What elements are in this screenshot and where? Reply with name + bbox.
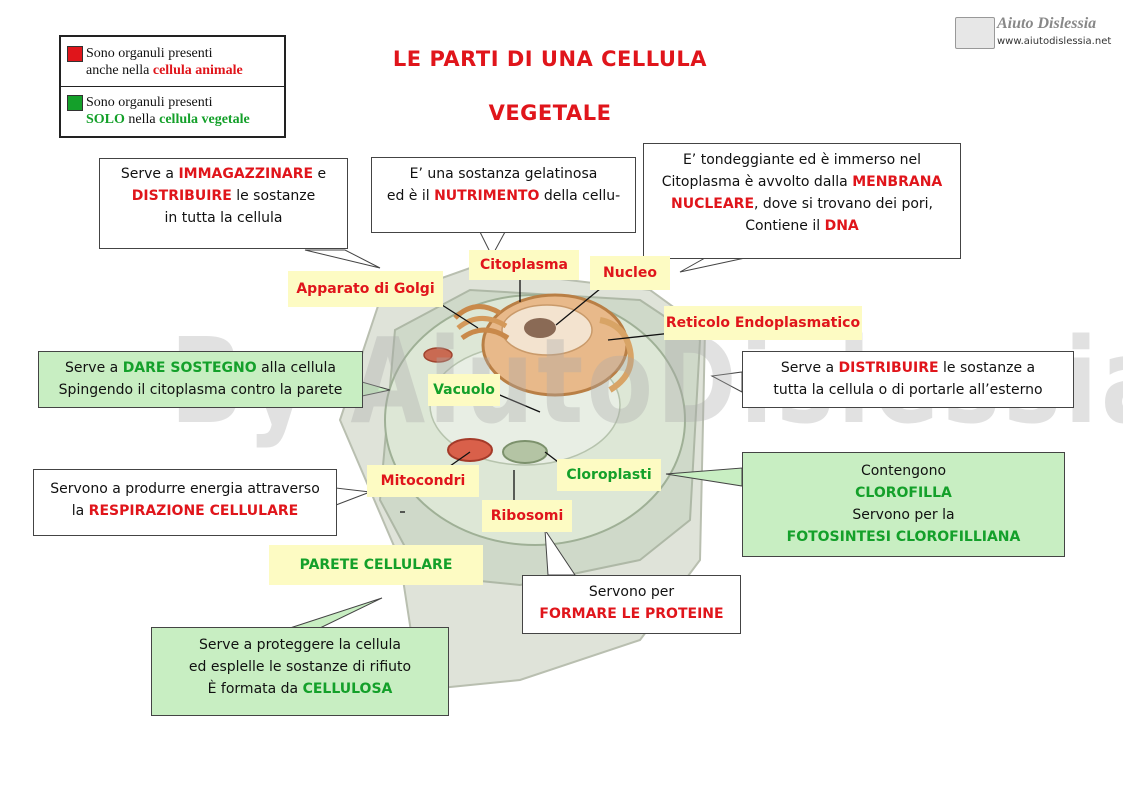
label-vacuolo: Vacuolo (428, 374, 500, 406)
legend: Sono organuli presenti anche nella cellu… (59, 35, 286, 138)
legend-green-line2: SOLO nella cellula vegetale (86, 112, 250, 127)
label-nucleo: Nucleo (590, 256, 670, 290)
label-ribosomi: Ribosomi (482, 500, 572, 532)
ribosomi-description: Servono per FORMARE LE PROTEINE (522, 575, 741, 634)
logo: Aiuto Dislessia www.aiutodislessia.net (955, 15, 1112, 51)
logo-url: www.aiutodislessia.net (997, 36, 1112, 47)
green-square-icon (67, 95, 83, 111)
golgi-description: Serve a IMMAGAZZINARE e DISTRIBUIRE le s… (99, 158, 348, 249)
page-title-line2: VEGETALE (488, 101, 612, 125)
label-mitocondri: Mitocondri (367, 465, 479, 497)
nucleo-description: E’ tondeggiante ed è immerso nel Citopla… (643, 143, 961, 259)
page-title-line1: LE PARTI DI UNA CELLULA (392, 47, 708, 71)
legend-red-line2: anche nella cellula animale (86, 63, 243, 78)
label-reticolo: Reticolo Endoplasmatico (664, 306, 862, 340)
label-golgi: Apparato di Golgi (288, 271, 443, 307)
reticolo-description: Serve a DISTRIBUIRE le sostanze a tutta … (742, 351, 1074, 408)
vacuolo-description: Serve a DARE SOSTEGNO alla cellula Sping… (38, 351, 363, 408)
label-citoplasma: Citoplasma (469, 250, 579, 280)
label-parete: PARETE CELLULARE (269, 545, 483, 585)
logo-brand: Aiuto Dislessia (997, 15, 1097, 32)
red-square-icon (67, 46, 83, 62)
citoplasma-description: E’ una sostanza gelatinosa ed è il NUTRI… (371, 157, 636, 233)
parete-description: Serve a proteggere la cellula ed esplell… (151, 627, 449, 716)
label-cloroplasti: Cloroplasti (557, 459, 661, 491)
legend-divider (61, 86, 284, 87)
mitocondri-description: Servono a produrre energia attraverso la… (33, 469, 337, 536)
legend-red-line1: Sono organuli presenti (86, 46, 213, 61)
book-icon (955, 17, 995, 49)
cloroplasti-description: Contengono CLOROFILLA Servono per la FOT… (742, 452, 1065, 557)
legend-green-line1: Sono organuli presenti (86, 95, 213, 110)
